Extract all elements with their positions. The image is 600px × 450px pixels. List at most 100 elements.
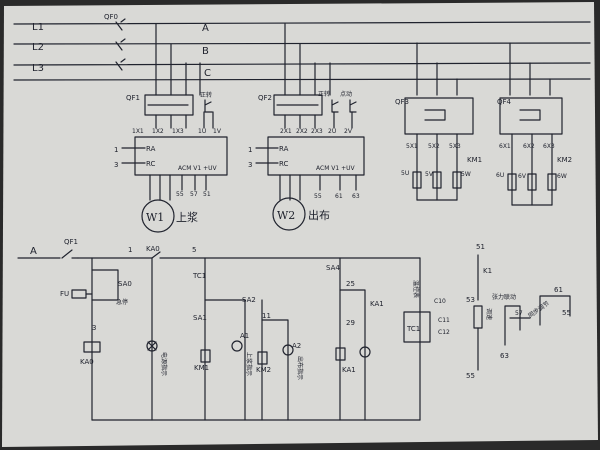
m2-term-3: 2X3 bbox=[311, 128, 323, 135]
ka0-coil-label: KA0 bbox=[80, 358, 94, 366]
u4-mark-3: 6X3 bbox=[543, 143, 555, 150]
inching-label: 张力联动 bbox=[492, 293, 516, 301]
motor-w2-name: 出布 bbox=[308, 208, 330, 222]
qf3-label: QF3 bbox=[395, 98, 409, 106]
control-circuit: A QF1 1 KA0 5 FU SA0 急停 3 KA0 电源指示 TC1 S… bbox=[17, 238, 571, 421]
km2-label: KM2 bbox=[557, 156, 572, 164]
phase-l3-label: L3 bbox=[32, 63, 44, 74]
node-51: 51 bbox=[476, 243, 485, 251]
m1-ctrl-num-1: 55 bbox=[176, 191, 184, 198]
m2-row-a-num: 1 bbox=[248, 146, 252, 154]
node-63: 63 bbox=[500, 352, 509, 360]
m2-run-label: 点动 bbox=[340, 90, 352, 98]
phase-l2-label: L2 bbox=[32, 42, 44, 53]
ctrl-node-3: 3 bbox=[92, 324, 96, 332]
lamp2-label: 出布指示 bbox=[296, 356, 304, 380]
m1-ctrl-label: ACM V1 +UV bbox=[178, 165, 218, 172]
qf1-label: QF1 bbox=[126, 94, 140, 102]
node-61: 61 bbox=[554, 286, 563, 294]
ctrl-node-1: 1 bbox=[128, 246, 132, 254]
u4-phase-3: 6W bbox=[557, 173, 567, 180]
sa1-label: SA1 bbox=[193, 314, 207, 322]
tc1-contact-label: TC1 bbox=[192, 272, 206, 280]
phase-l1-label: L1 bbox=[32, 22, 44, 33]
qf4-label: QF4 bbox=[497, 98, 512, 106]
m2-row-a-label: RA bbox=[279, 145, 289, 153]
m1-row-b-num: 3 bbox=[114, 161, 118, 169]
lamp0-label: 电源指示 bbox=[160, 352, 168, 376]
motor1-circuit: QF1 正转 1X1 1X2 1X3 1U 1V 1 RA 3 RC ACM V… bbox=[114, 23, 228, 233]
lamp0-icon bbox=[146, 340, 158, 352]
u4-phase-2: 6V bbox=[518, 173, 527, 180]
m1-ctrl-num-3: 51 bbox=[203, 191, 211, 198]
u3-phase-2: 5V bbox=[425, 171, 434, 178]
u3-phase-1: 5U bbox=[401, 170, 409, 177]
m2-term-1: 2X1 bbox=[280, 128, 292, 135]
node-57: 57 bbox=[515, 310, 523, 317]
tc1-box-label: TC1 bbox=[406, 325, 420, 333]
a2-label: A2 bbox=[292, 342, 301, 350]
ka1-coil-label: KA1 bbox=[342, 366, 356, 374]
ctrl-qf-label: QF1 bbox=[64, 238, 78, 246]
m2-term-2: 2X2 bbox=[296, 128, 308, 135]
m1-term-1: 1X1 bbox=[132, 128, 144, 135]
main-switch-label: QF0 bbox=[104, 13, 118, 21]
u3-mark-3: 5X3 bbox=[449, 143, 461, 150]
m1-ctrl-num-2: 57 bbox=[190, 191, 198, 198]
u4-phase-1: 6U bbox=[496, 172, 504, 179]
m2-ctrl-num-3: 63 bbox=[352, 193, 360, 200]
power-bus: L1 L2 L3 A B C bbox=[13, 21, 591, 81]
bus-a-label: A bbox=[202, 23, 209, 34]
m1-term-2: 1X2 bbox=[152, 128, 164, 135]
bus-c-label: C bbox=[204, 68, 211, 79]
m2-ctrl-label: ACM V1 +UV bbox=[316, 165, 356, 172]
lamp3-icon bbox=[359, 346, 371, 358]
u3-phase-3: 5W bbox=[461, 171, 471, 178]
a1-label: A1 bbox=[240, 332, 249, 340]
m2-term-4: 2U bbox=[328, 128, 336, 135]
unit3-circuit: QF3 5X1 5X2 5X3 KM1 5U 5V 5W bbox=[395, 42, 482, 201]
node-53: 53 bbox=[466, 296, 475, 304]
motor-w1-name: 上浆 bbox=[176, 210, 198, 224]
lamp1-label: 上浆指示 bbox=[245, 352, 253, 376]
motor-w2-icon bbox=[272, 197, 306, 231]
c11-label: C11 bbox=[438, 317, 450, 324]
fu-label: FU bbox=[60, 290, 69, 298]
node-55-right: 55 bbox=[562, 309, 571, 317]
m2-row-b-label: RC bbox=[279, 160, 289, 168]
km2-coil-label: KM2 bbox=[256, 366, 271, 374]
qf2-label: QF2 bbox=[258, 94, 272, 102]
m1-row-b-label: RC bbox=[146, 160, 156, 168]
ctrl-node-5: 5 bbox=[192, 246, 196, 254]
m2-row-b-num: 3 bbox=[248, 161, 252, 169]
ctrl-ka0-top: KA0 bbox=[146, 245, 160, 253]
motor2-circuit: QF2 正转 点动 2X1 2X2 2X3 2U 2V 1 RA 3 RC AC… bbox=[248, 23, 365, 231]
motor-w1-icon bbox=[141, 199, 175, 233]
ctrl-node-29: 29 bbox=[346, 319, 355, 327]
km-coil-label: KM1 bbox=[194, 364, 209, 372]
lamp1-icon bbox=[231, 340, 243, 352]
sa0-note: 急停 bbox=[116, 298, 128, 306]
ctrl-node-25: 25 bbox=[346, 280, 355, 288]
ka1-contact-label: KA1 bbox=[370, 300, 384, 308]
c10-label: C10 bbox=[434, 298, 446, 305]
lamp2-icon bbox=[282, 344, 294, 356]
tc1-box bbox=[403, 311, 431, 343]
m1-row-a-label: RA bbox=[146, 145, 156, 153]
bus-b-label: B bbox=[202, 46, 209, 57]
m1-row-a-num: 1 bbox=[114, 146, 118, 154]
ctrl-node-11: 11 bbox=[262, 312, 271, 320]
sa4-label: SA4 bbox=[326, 264, 340, 272]
unit4-circuit: QF4 6X1 6X2 6X3 KM2 6U 6V 6W bbox=[496, 42, 572, 206]
m2-ctrl-num-1: 55 bbox=[314, 193, 322, 200]
m2-term-5: 2V bbox=[344, 128, 353, 135]
temp-controller-label: 温控表 bbox=[412, 280, 420, 298]
u4-mark-1: 6X1 bbox=[499, 143, 511, 150]
motor-w1-label: W1 bbox=[146, 211, 164, 224]
motor-w2-label: W2 bbox=[277, 209, 295, 222]
km1-label: KM1 bbox=[467, 156, 482, 164]
m1-fwd-label: 正转 bbox=[200, 91, 212, 99]
main-switch: QF0 bbox=[104, 13, 126, 71]
